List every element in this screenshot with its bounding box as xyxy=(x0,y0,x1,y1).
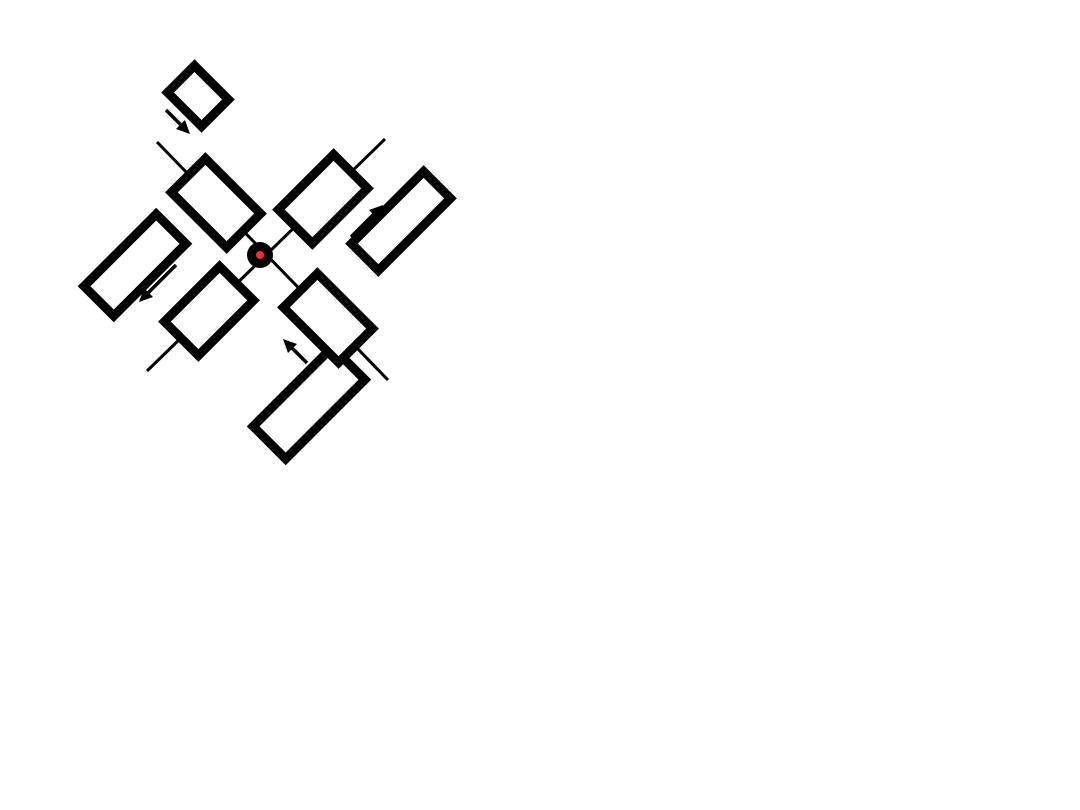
rectangle-inner-lower-left xyxy=(158,260,260,362)
arrow-icon xyxy=(349,205,383,239)
rectangle-inner-lower-right xyxy=(277,267,379,369)
rectangle-inner-upper-right xyxy=(272,148,374,250)
outer-rectangles xyxy=(77,59,457,466)
arrow-icon xyxy=(164,108,190,134)
rectangle-top-small xyxy=(161,59,235,133)
rectangle-bottom-large xyxy=(246,340,372,466)
rectangle-left xyxy=(77,207,193,323)
arrows xyxy=(139,108,383,365)
inner-rectangles xyxy=(158,148,379,369)
pivot-dot-icon xyxy=(247,242,273,268)
rectangle-right-upper xyxy=(345,165,457,277)
arrow-icon xyxy=(283,339,309,365)
arrow-icon xyxy=(139,263,178,302)
rectangle-inner-upper-left xyxy=(165,152,267,254)
